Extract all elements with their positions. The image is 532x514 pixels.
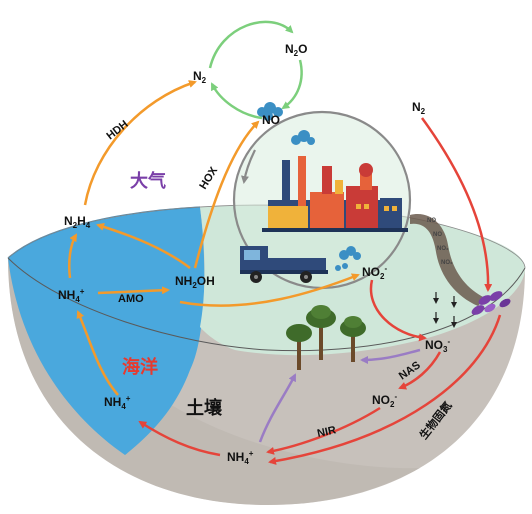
- atmosphere-label: 大气: [130, 170, 166, 192]
- species-n2-right: N2: [412, 100, 426, 116]
- arrow-nh4-to-tree: [258, 373, 297, 443]
- enzyme-hox: HOX: [197, 164, 220, 191]
- industry-circle-arrow: [241, 149, 256, 184]
- soil-label: 土壤: [186, 397, 223, 419]
- species-no-top: NO: [262, 113, 280, 127]
- ocean-section: [8, 207, 205, 455]
- arrow-nh2oh-to-no-hox: [193, 120, 260, 269]
- species-nh4-ocean-upper: NH4+: [58, 287, 85, 304]
- factory-illustration: [262, 156, 408, 232]
- arrow-nh2oh-to-no2: [179, 273, 360, 307]
- trees: [286, 305, 366, 370]
- species-no3: NO3-: [425, 337, 450, 354]
- arrow-n2-to-n2o: [208, 20, 294, 69]
- nitrification-arrows: [433, 292, 457, 328]
- arrow-nh4-to-n2h4: [68, 233, 78, 279]
- species-nh4-soil: NH4+: [227, 449, 254, 466]
- species-nh4-ocean-lower: NH4+: [104, 394, 131, 411]
- arrow-n2-fixation: [420, 117, 493, 292]
- ocean-label: 海洋: [122, 356, 158, 378]
- arrow-no3-to-tree: [360, 348, 421, 364]
- arrow-no2-to-nh4-nir: [266, 406, 381, 455]
- svg-text:NO: NO: [427, 218, 436, 224]
- arrow-nh4-lower-to-upper: [76, 310, 119, 396]
- arrow-n2o-to-no: [281, 59, 303, 110]
- arrow-soil-nh4-to-ocean: [138, 420, 221, 457]
- species-nh2oh: NH2OH: [175, 274, 215, 290]
- svg-text:NO₂: NO₂: [441, 260, 453, 266]
- species-n2o: N2O: [285, 42, 307, 58]
- pollution-plume: [410, 214, 485, 306]
- enzyme-amo: AMO: [118, 293, 144, 305]
- arrow-no-to-n2: [210, 82, 263, 120]
- nitrogen-fixing-bacteria: [471, 291, 511, 315]
- arrow-no2-to-no3: [369, 279, 427, 342]
- enzyme-nir: NIR: [316, 424, 337, 440]
- arrow-fixation-to-nh4: [268, 314, 502, 465]
- svg-text:NO₂: NO₂: [437, 246, 449, 252]
- species-no2-upper: NO2-: [362, 264, 387, 281]
- species-n2h4: N2H4: [64, 214, 91, 230]
- species-no2-lower: NO2-: [372, 392, 397, 409]
- arrow-no3-to-no2-nas: [398, 351, 442, 390]
- svg-text:NO: NO: [433, 232, 442, 238]
- arrow-nh4-to-nh2oh-amo: [97, 286, 170, 295]
- smoke-cloud: [257, 102, 361, 271]
- arrow-nh2oh-to-n2h4: [96, 223, 191, 269]
- truck-illustration: [240, 246, 328, 283]
- enzyme-hdh: HDH: [104, 118, 130, 142]
- arrow-n2h4-to-n2-hdh: [83, 80, 197, 206]
- species-n2-top: N2: [193, 69, 207, 85]
- plume-tags: NO NO NO₂ NO₂: [427, 218, 453, 266]
